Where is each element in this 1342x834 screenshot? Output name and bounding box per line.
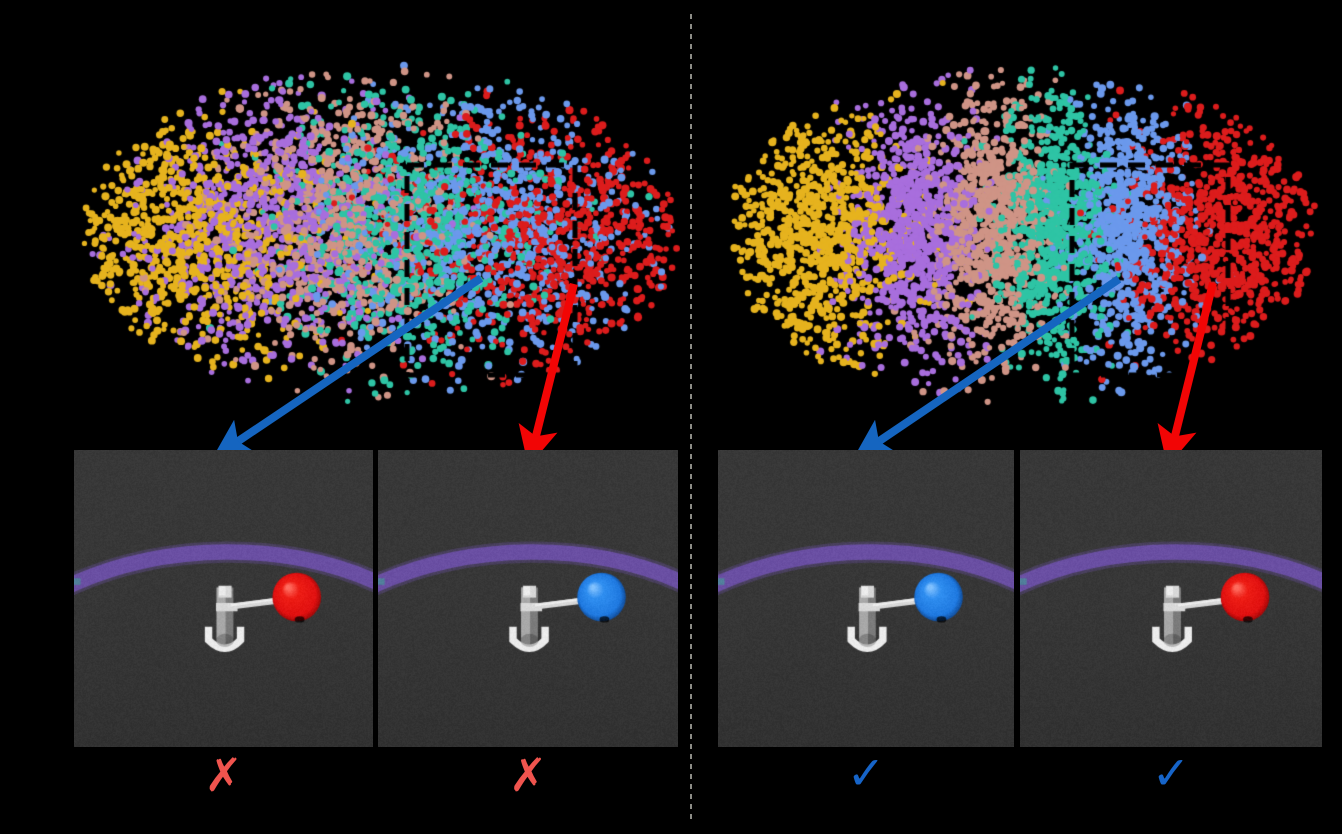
- observation-frame-3: [718, 450, 1014, 747]
- left-half: ✗ ✗: [74, 60, 680, 802]
- verdict-mark-4: ✓: [1151, 746, 1191, 800]
- left-scatter-canvas: [80, 60, 680, 410]
- observation-render-1: [74, 450, 373, 747]
- right-half: ✓ ✓: [691, 0, 1342, 834]
- observation-render-2: [378, 450, 678, 747]
- vertical-dotted-divider: [690, 14, 692, 822]
- verdict-mark-3: ✓: [846, 746, 886, 800]
- observation-render-4: [1020, 450, 1322, 747]
- left-embedding-scatter: [80, 60, 680, 410]
- observation-frame-1: [74, 450, 373, 747]
- observation-frame-4: [1020, 450, 1322, 747]
- verdict-mark-1: ✗: [204, 748, 243, 802]
- verdict-mark-2: ✗: [508, 748, 548, 802]
- right-scatter-canvas: [721, 60, 1321, 410]
- right-embedding-scatter: [721, 60, 1321, 410]
- observation-frame-2: [378, 450, 678, 747]
- observation-render-3: [718, 450, 1014, 747]
